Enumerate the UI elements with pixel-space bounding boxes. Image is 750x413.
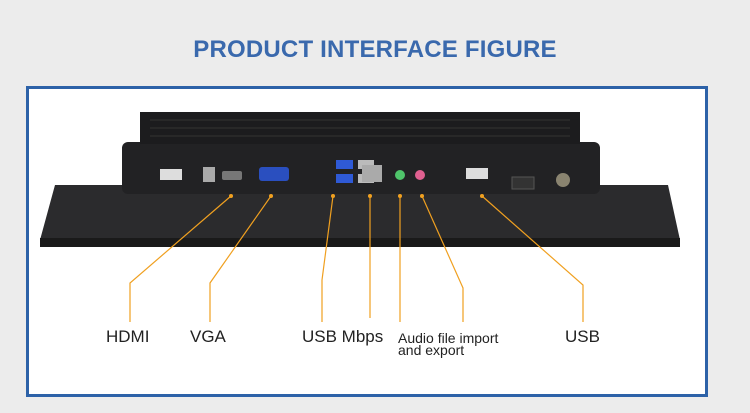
audio-green-jack [395,170,405,180]
label-vga: VGA [190,327,226,346]
label-usb: USB [565,327,600,346]
panel-edge [40,238,680,247]
usb-port-right [466,168,488,179]
power-button [556,173,570,187]
usb3-port-2 [336,174,353,183]
hdmi-port [222,171,242,180]
audio-pink-jack [415,170,425,180]
usb-port-2 [358,160,374,169]
label-audio-line2: and export [398,342,465,358]
panel-front [40,185,680,240]
vga-port [259,167,289,181]
label-hdmi: HDMI [106,327,150,346]
label-audio: Audio file import and export [398,330,499,358]
usb-port-left [160,169,182,180]
callout-lines [129,195,584,322]
dc-jack [203,167,215,182]
label-usb-mbps: USB Mbps [302,327,384,346]
page-title: PRODUCT INTERFACE FIGURE [193,36,557,63]
rj45-port [362,165,382,182]
power-terminal [511,176,535,190]
label-audio-line1: Audio file import [398,330,499,346]
